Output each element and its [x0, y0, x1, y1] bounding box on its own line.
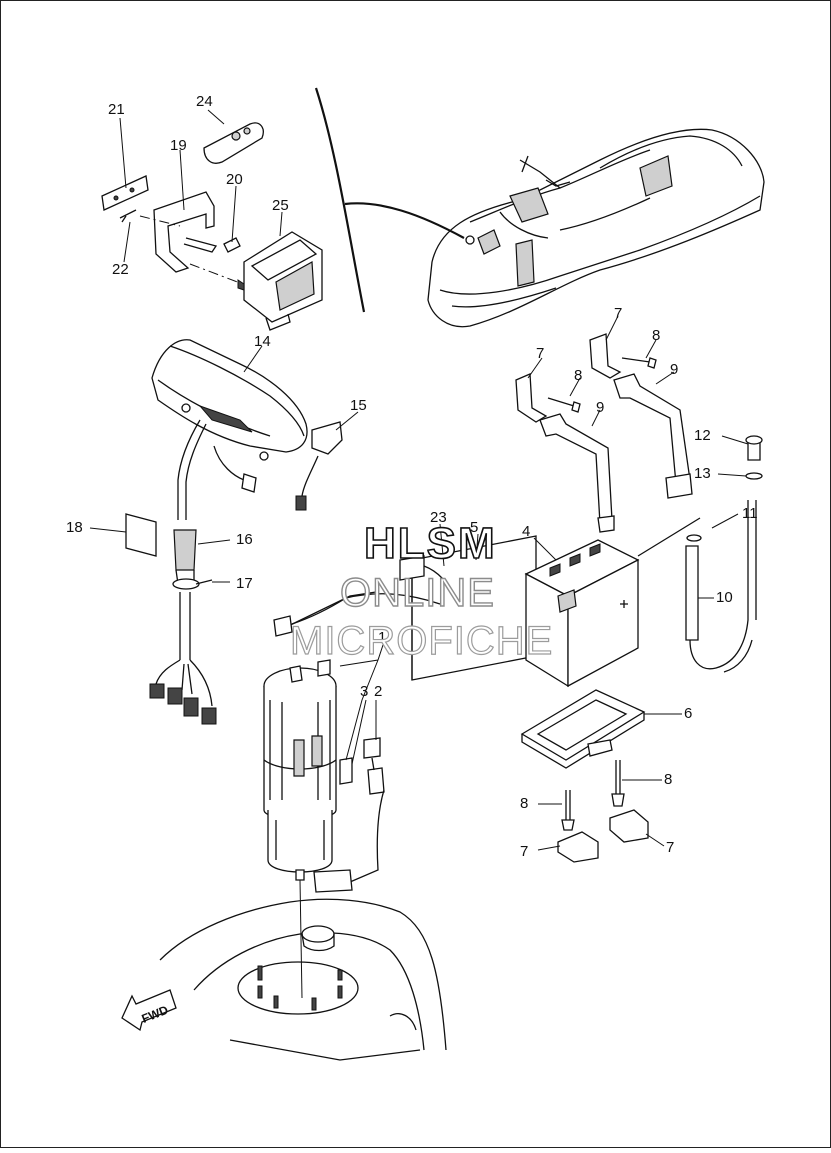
wire-harness-left: [125, 513, 217, 725]
callout-7-lower-left: 7: [520, 843, 528, 860]
callout-15: 15: [350, 397, 367, 414]
callout-8-upper-left: 8: [574, 367, 582, 384]
callout-9-right: 9: [670, 361, 678, 378]
remote-receiver-group: [101, 122, 323, 331]
callout-22: 22: [112, 261, 129, 278]
watercraft-illustration: [344, 128, 765, 328]
callout-10: 10: [716, 589, 733, 606]
callout-12: 12: [694, 427, 711, 444]
callout-25: 25: [272, 197, 289, 214]
callout-16: 16: [236, 531, 253, 548]
callout-14: 14: [254, 333, 271, 350]
callout-6: 6: [684, 705, 692, 722]
leader-lines: [89, 109, 749, 851]
watermark-microfiche: MICROFICHE: [290, 619, 553, 663]
section-divider: [314, 87, 366, 313]
callout-21: 21: [108, 101, 125, 118]
watermark-online: ONLINE: [340, 571, 495, 615]
fuel-tank: [159, 898, 447, 1061]
callout-8-lower-right: 8: [664, 771, 672, 788]
callout-8-upper-right: 8: [652, 327, 660, 344]
callout-7-upper-right: 7: [614, 305, 622, 322]
callout-23: 23: [430, 509, 447, 526]
callout-24: 24: [196, 93, 213, 110]
callout-7-upper-left: 7: [536, 345, 544, 362]
callout-18: 18: [66, 519, 83, 536]
callout-4: 4: [522, 523, 530, 540]
callout-5: 5: [470, 519, 478, 536]
callout-19: 19: [170, 137, 187, 154]
callout-1: 1: [378, 629, 386, 646]
callout-7-lower-right: 7: [666, 839, 674, 856]
callout-9-left: 9: [596, 399, 604, 416]
callout-20: 20: [226, 171, 243, 188]
watermark-hlsm: HLSM: [364, 519, 497, 568]
callout-13: 13: [694, 465, 711, 482]
callout-3: 3: [360, 683, 368, 700]
fuel-pump-assembly: [263, 591, 385, 999]
battery-assembly: [345, 333, 763, 863]
callout-2: 2: [374, 683, 382, 700]
callout-labels: 21 24 19 20 25 22 14 15 18 16 17 23 5 4 …: [66, 93, 758, 860]
callout-11: 11: [742, 505, 758, 522]
meter-assembly: [151, 339, 343, 520]
callout-17: 17: [236, 575, 253, 592]
callout-8-lower-left: 8: [520, 795, 528, 812]
watermark: HLSM ONLINE MICROFICHE: [289, 518, 553, 663]
